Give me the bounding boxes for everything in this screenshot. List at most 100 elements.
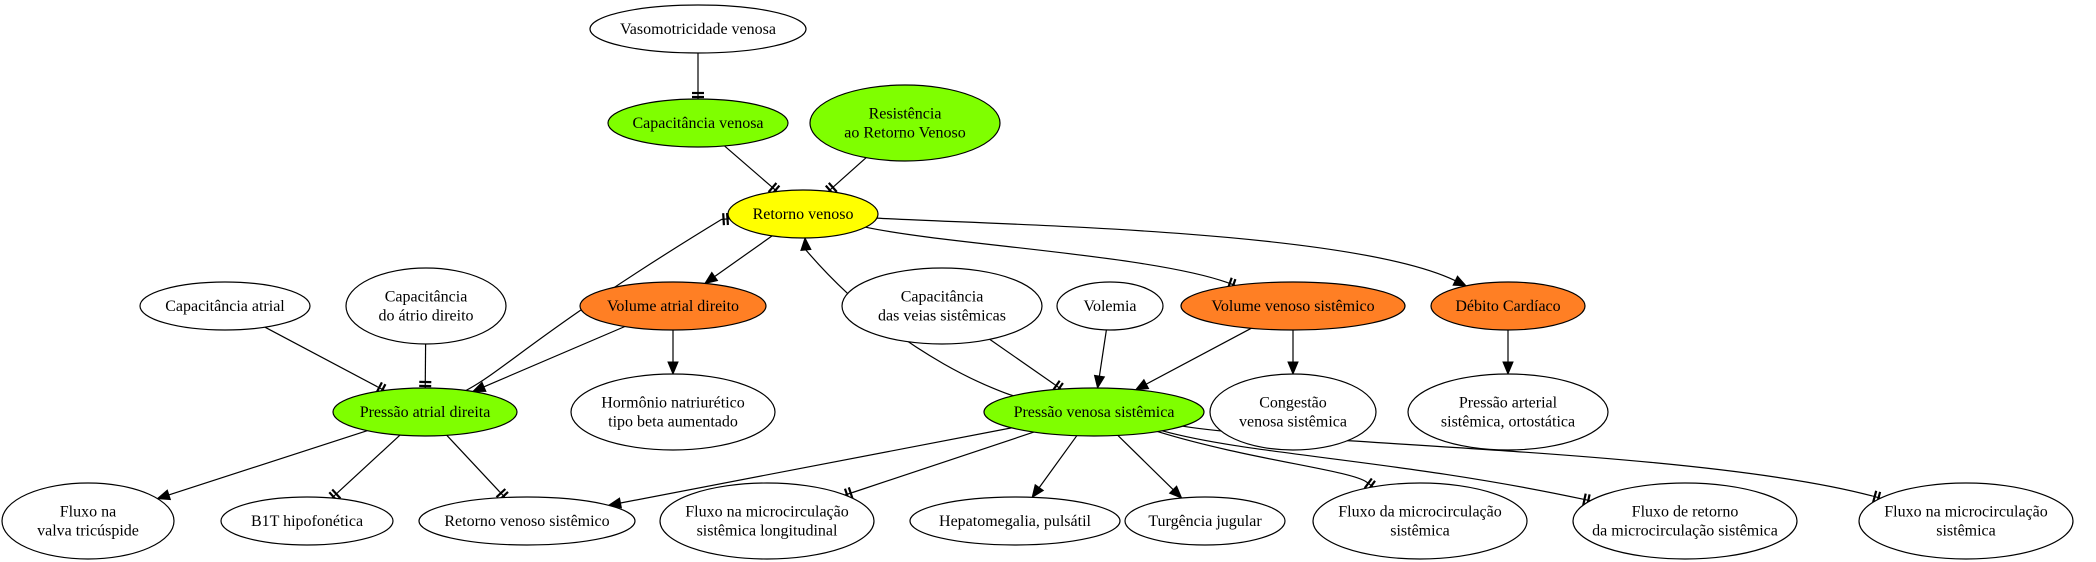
node-ellipse: [841, 267, 1043, 345]
node-volume-atrial: Volume atrial direito: [579, 281, 767, 331]
arrowhead: [667, 361, 679, 376]
tee-mark: [827, 182, 838, 193]
node-ellipse: [589, 4, 807, 54]
node-ellipse: [332, 387, 518, 437]
node-label: Pressão atrial direita: [360, 404, 491, 421]
node-label: Pressão venosa sistêmica: [1014, 404, 1175, 421]
node-label: Capacitância: [385, 289, 468, 306]
edge-volume_atrial-to-pressao_atrial: [471, 325, 626, 393]
tee-mark: [1582, 493, 1587, 506]
node-label: sistêmica: [1936, 523, 1996, 540]
node-label: Resistência: [869, 106, 942, 123]
node-label: Pressão arterial: [1459, 395, 1558, 412]
edge-volemia-to-pressao_venosa: [1093, 329, 1107, 390]
arrowhead: [1031, 483, 1045, 499]
node-label: Congestão: [1259, 395, 1327, 412]
node-capacitancia-atrial: Capacitância atrial: [139, 281, 311, 331]
node-ellipse: [1124, 496, 1286, 546]
edge-pressao_atrial-to-b1t: [328, 434, 401, 502]
edge-pressao_atrial-to-retorno_sistemico: [446, 434, 509, 501]
node-label: ao Retorno Venoso: [844, 125, 965, 142]
node-capacitancia-venosa: Capacitância venosa: [607, 98, 789, 148]
node-resistencia: Resistência ao Retorno Venoso: [809, 84, 1001, 162]
node-label: Volemia: [1083, 298, 1136, 315]
node-retorno-venoso: Retorno venoso: [727, 189, 879, 239]
node-ellipse: [139, 281, 311, 331]
edge-capacitancia_venosa-to-retorno_venoso: [724, 145, 781, 196]
arrowhead: [1502, 361, 1514, 376]
node-ellipse: [1407, 373, 1609, 451]
node-volemia: Volemia: [1056, 281, 1164, 331]
edge-pressao_venosa-to-turgencia: [1117, 434, 1183, 499]
node-label: das veias sistêmicas: [878, 308, 1006, 325]
node-label: Retorno venoso sistêmico: [444, 513, 609, 530]
arrowhead: [1134, 378, 1150, 391]
edge-debito-to-pressao_arterial: [1502, 330, 1514, 376]
node-label: Hepatomegalia, pulsátil: [939, 513, 1092, 530]
tee-mark: [726, 212, 729, 226]
node-label: Capacitância venosa: [632, 115, 763, 132]
tee-mark: [1051, 380, 1061, 392]
node-ellipse: [418, 496, 636, 546]
edge-volume_atrial-to-hormonio: [667, 330, 679, 376]
node-label: B1T hipofonética: [251, 513, 363, 530]
edge-volume_venoso-to-pressao_venosa: [1134, 327, 1252, 391]
node-label: Débito Cardíaco: [1455, 298, 1560, 315]
node-label: Fluxo da microcirculação: [1338, 504, 1502, 521]
node-ellipse: [1858, 482, 2074, 560]
node-label: Retorno venoso: [753, 206, 854, 223]
node-ellipse: [909, 496, 1121, 546]
node-pressao-atrial: Pressão atrial direita: [332, 387, 518, 437]
node-label: Vasomotricidade venosa: [620, 21, 776, 38]
arrowhead: [1452, 275, 1468, 287]
node-fluxo-da-micro: Fluxo da microcirculação sistêmica: [1312, 482, 1528, 560]
arrowhead: [1168, 485, 1183, 499]
node-ellipse: [809, 84, 1001, 162]
node-ellipse: [659, 482, 875, 560]
edge-resistencia-to-retorno_venoso: [824, 157, 867, 196]
node-volume-venoso: Volume venoso sistêmico: [1180, 281, 1406, 331]
node-ellipse: [1, 482, 175, 560]
node-hepatomegalia: Hepatomegalia, pulsátil: [909, 496, 1121, 546]
tee-mark: [1363, 477, 1373, 489]
node-ellipse: [1056, 281, 1164, 331]
node-label: Fluxo na microcirculação: [1884, 504, 2048, 521]
node-label: Capacitância: [901, 289, 984, 306]
node-label: Hormônio natriurético: [601, 395, 745, 412]
node-ellipse: [983, 387, 1205, 437]
node-label: sistêmica, ortostática: [1441, 414, 1575, 431]
node-label: Fluxo na microcirculação: [685, 504, 849, 521]
node-label: sistêmica: [1390, 523, 1450, 540]
edge-capacitancia_veias-to-pressao_venosa: [989, 338, 1064, 394]
arrowhead: [1093, 374, 1106, 390]
tee-mark: [847, 487, 854, 500]
node-label: Capacitância atrial: [165, 298, 285, 315]
node-label: tipo beta aumentado: [608, 414, 738, 431]
tee-mark: [495, 488, 507, 499]
tee-mark: [767, 182, 778, 193]
node-label: Volume atrial direito: [607, 298, 739, 315]
node-debito: Débito Cardíaco: [1430, 281, 1586, 331]
node-retorno-sistemico: Retorno venoso sistêmico: [418, 496, 636, 546]
node-label: Fluxo na: [60, 504, 116, 521]
node-pressao-venosa: Pressão venosa sistêmica: [983, 387, 1205, 437]
edge-retorno_venoso-to-volume_atrial: [703, 235, 773, 285]
node-ellipse: [220, 496, 394, 546]
arrowhead: [156, 489, 172, 501]
node-vasomotricidade: Vasomotricidade venosa: [589, 4, 807, 54]
node-ellipse: [1572, 482, 1798, 560]
edge-volume_venoso-to-congestao: [1287, 330, 1299, 376]
node-fluxo-na-micro: Fluxo na microcirculação sistêmica: [1858, 482, 2074, 560]
edge-pressao_atrial-to-retorno_venoso: [465, 212, 730, 392]
node-ellipse: [607, 98, 789, 148]
node-ellipse: [1312, 482, 1528, 560]
edge-capacitancia_atrio-to-pressao_atrial: [419, 343, 432, 389]
arrowhead: [1287, 361, 1299, 376]
tee-mark: [722, 213, 725, 226]
edge-pressao_venosa-to-hepatomegalia: [1031, 435, 1078, 499]
arrowhead: [471, 381, 487, 393]
